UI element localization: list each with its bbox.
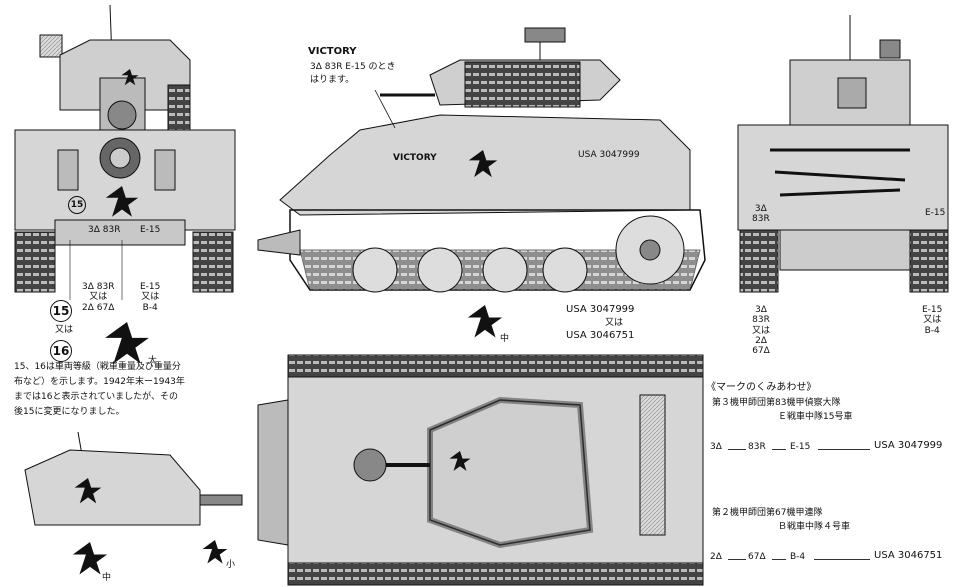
combo-g2-serial: USA 3046751 xyxy=(874,550,943,561)
combo-g2-line1: 第２機甲師団第67機甲連隊 xyxy=(712,508,823,518)
or-label: 又は xyxy=(55,325,74,335)
combo-g2-a: 2Δ xyxy=(710,552,722,562)
front-col1: 3Δ 83R 又は 2Δ 67Δ xyxy=(82,282,115,313)
serial-2: USA 3046751 xyxy=(566,330,635,341)
front-e15: E-15 xyxy=(140,225,161,235)
combo-title: 《マークのくみあわせ》 xyxy=(706,382,817,393)
serial-1: USA 3047999 xyxy=(566,304,635,315)
size-medium-2: 中 xyxy=(102,573,112,583)
front-col2: E-15 又は B-4 xyxy=(140,282,161,313)
tank-rear-drawing xyxy=(737,15,949,293)
combo-g1-line2: Ｅ戦車中隊15号車 xyxy=(778,412,853,422)
victory-title: VICTORY xyxy=(308,46,357,57)
note-line-4: 後15に変更になりました。 xyxy=(14,407,125,417)
victory-note-2: はります。 xyxy=(310,75,355,85)
star-icon-large xyxy=(105,322,149,364)
tank-side-drawing xyxy=(257,27,706,293)
rear-3d-83r: 3Δ 83R xyxy=(752,204,770,225)
front-3d-83r: 3Δ 83R xyxy=(88,225,121,235)
note-line-2: 布など）を示します。1942年末ー1943年 xyxy=(14,377,185,387)
combo-g1-c: E-15 xyxy=(790,442,811,452)
combo-g1-line1: 第３機甲師団第83機甲偵察大隊 xyxy=(712,398,841,408)
tank-top-drawing xyxy=(257,354,704,586)
size-large: 大 xyxy=(148,356,158,366)
star-icon-small xyxy=(202,540,228,564)
front-class-15: 15 xyxy=(68,196,86,214)
rear-col2: E-15 又は B-4 xyxy=(922,305,943,336)
star-icon-medium xyxy=(467,305,503,338)
combo-g1-a: 3Δ xyxy=(710,442,722,452)
combo-g2-c: B-4 xyxy=(790,552,806,562)
serial-or: 又は xyxy=(605,318,624,328)
rear-col1: 3Δ 83R 又は 2Δ 67Δ xyxy=(752,305,771,357)
rear-e15: E-15 xyxy=(925,208,946,218)
size-medium: 中 xyxy=(500,334,510,344)
circle-15: 15 xyxy=(50,300,72,322)
combo-g2-b: 67Δ xyxy=(748,552,766,562)
hull-serial: USA 3047999 xyxy=(578,150,640,160)
victory-note-1: 3Δ 83R E-15 のとき xyxy=(310,62,396,72)
note-line-1: 15、16は車両等級（戦車重量及び重量分 xyxy=(14,362,181,372)
combo-g2-line2: Ｂ戦車中隊４号車 xyxy=(778,522,851,532)
circle-16: 16 xyxy=(50,340,72,362)
turret-drawing xyxy=(24,431,243,526)
note-line-3: までは16と表示されていましたが、その xyxy=(14,392,179,402)
hull-victory: VICTORY xyxy=(393,153,437,163)
tank-front-drawing xyxy=(14,4,236,293)
star-icon-medium-2 xyxy=(72,542,108,575)
size-small: 小 xyxy=(226,560,236,570)
combo-g1-serial: USA 3047999 xyxy=(874,440,943,451)
combo-g1-b: 83R xyxy=(748,442,766,452)
